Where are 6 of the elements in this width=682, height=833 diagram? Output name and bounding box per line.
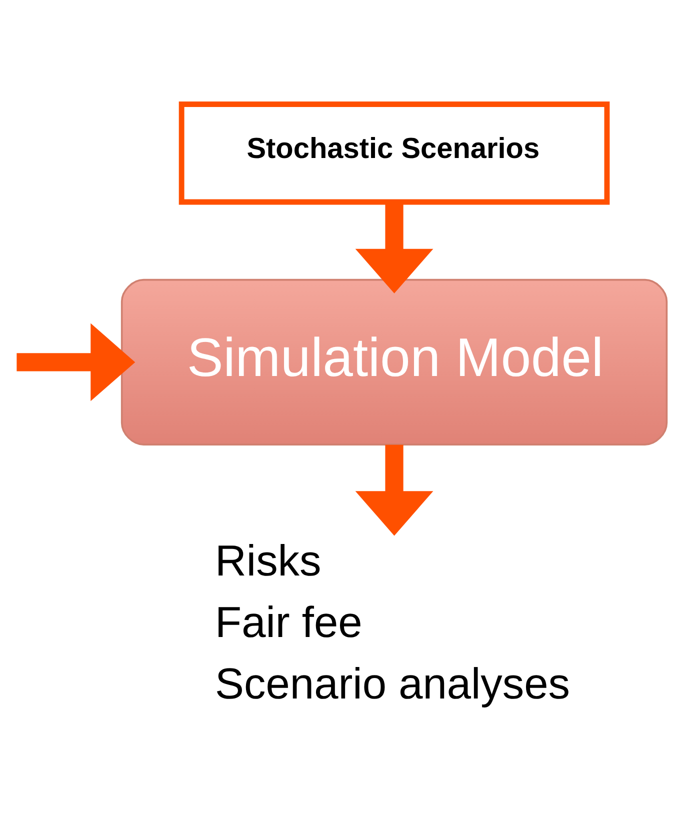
arrow [16,323,136,402]
arrow [355,202,434,294]
node-text: Risks Fair fee Scenario analyses [215,537,570,708]
node-box: Simulation Model [120,278,668,446]
arrow [355,444,434,536]
node-box: Stochastic Scenarios [178,102,610,205]
